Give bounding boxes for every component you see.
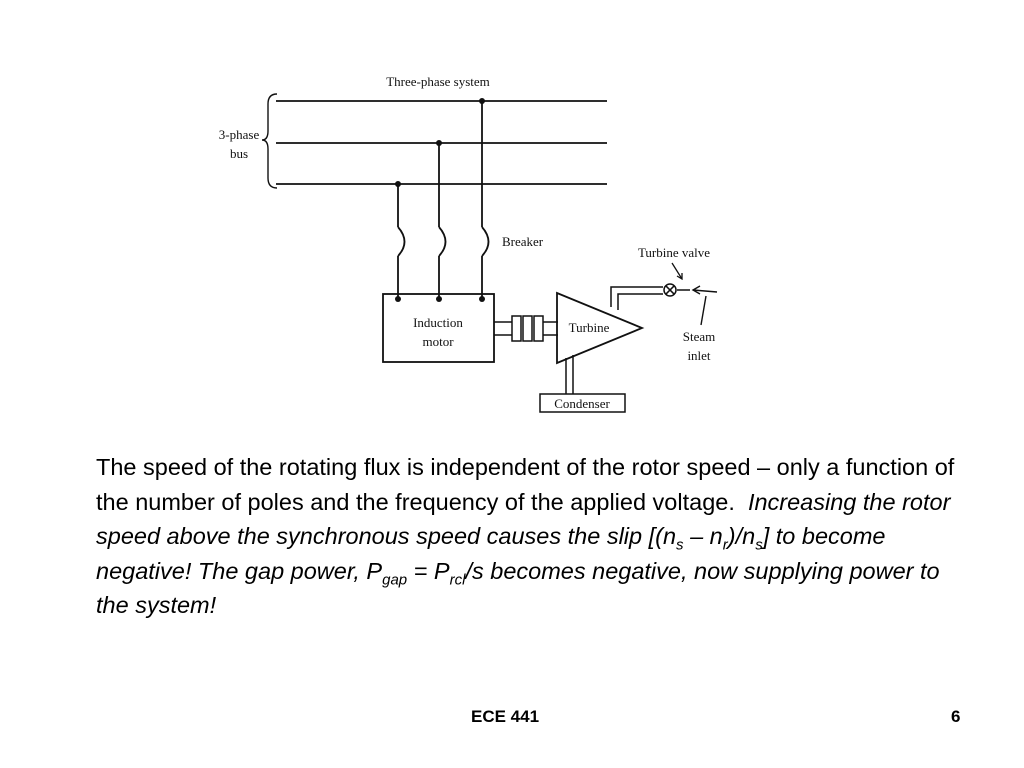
explanation-paragraph: The speed of the rotating flux is indepe…	[96, 450, 966, 623]
page-number: 6	[951, 707, 961, 726]
steam-inlet-label-line2: inlet	[687, 348, 710, 363]
turbine-label: Turbine	[569, 320, 610, 335]
bus-label-line1: 3-phase	[219, 127, 260, 142]
steam-inlet-arrow	[691, 285, 718, 326]
turbine-symbol	[556, 291, 645, 365]
motor-label-line2: motor	[422, 334, 454, 349]
motor-label-line1: Induction	[413, 315, 463, 330]
turbine-valve-label: Turbine valve	[638, 245, 710, 260]
explanation-italic: Increasing the rotor speed above the syn…	[96, 488, 951, 619]
steam-pipe	[610, 286, 690, 310]
breaker-symbol-1	[397, 226, 406, 257]
breaker-symbol-3	[481, 226, 490, 257]
explanation-normal: The speed of the rotating flux is indepe…	[96, 454, 955, 515]
turbine-valve-symbol	[663, 283, 677, 297]
shaft-coupling	[494, 315, 558, 342]
condenser-pipe	[565, 355, 574, 394]
induction-motor-box	[382, 293, 495, 363]
condenser-label: Condenser	[554, 396, 610, 411]
feeders-with-breakers	[397, 101, 490, 299]
turbine-valve-pointer	[671, 262, 683, 281]
bus-brace	[261, 93, 278, 189]
motor-terminals	[395, 296, 485, 302]
breaker-symbol-2	[438, 226, 447, 257]
footer-course: ECE 441	[471, 707, 540, 726]
breaker-label: Breaker	[502, 234, 544, 249]
condenser-box	[539, 393, 626, 413]
three-phase-system-label: Three-phase system	[386, 74, 490, 89]
induction-generator-diagram: Three-phase system 3-phase bus Breaker I…	[219, 74, 718, 413]
bus-label-line2: bus	[230, 146, 248, 161]
steam-inlet-label-line1: Steam	[683, 329, 716, 344]
